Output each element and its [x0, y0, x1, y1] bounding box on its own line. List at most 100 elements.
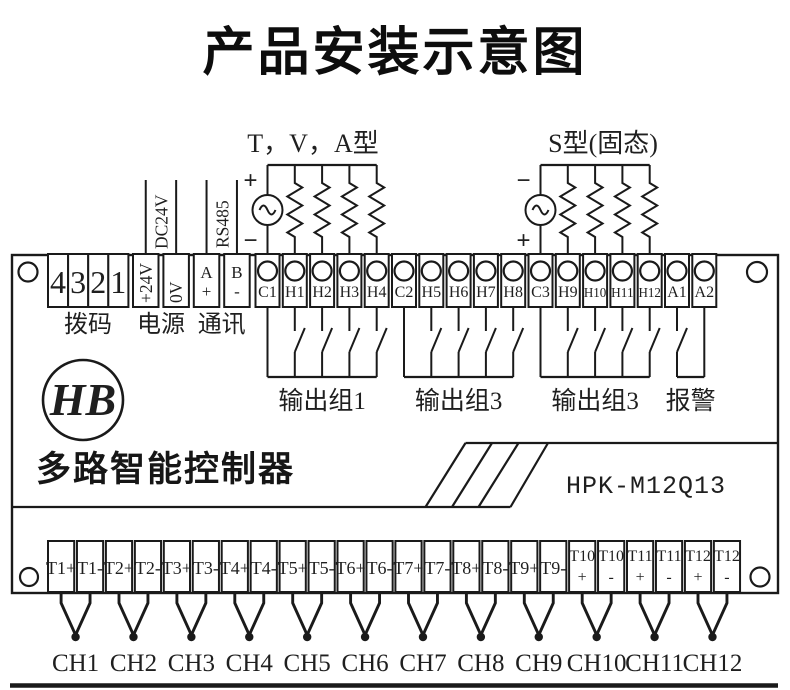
terminal-screw-icon [639, 260, 661, 282]
thermocouple-junction-dot [302, 632, 312, 642]
dip-terminal-cell [107, 253, 130, 308]
switch-blade [293, 327, 306, 353]
thermocouple-wire [233, 592, 266, 636]
channel-label: CH12 [683, 650, 743, 677]
bottom-terminal-label: T6- [367, 558, 393, 578]
channel-label: CH9 [515, 650, 562, 677]
thermocouple-junction-dot [418, 632, 428, 642]
device-name: 多路智能控制器 [36, 450, 295, 489]
brand-logo-circle [41, 358, 125, 442]
switch-blade [594, 327, 607, 353]
channel-label: CH4 [226, 650, 274, 677]
switch-blade [566, 327, 579, 353]
switch-blade [375, 327, 388, 353]
terminal-label: H4 [367, 284, 387, 301]
section-label: 通讯 [198, 312, 246, 338]
bottom-terminal-label: T9+ [509, 558, 539, 578]
device-body-layer: HB 多路智能控制器 HPK-M12Q13 [10, 253, 780, 688]
channel-label: CH7 [399, 650, 446, 677]
channel-label: CH1 [52, 650, 99, 677]
power-terminal-cell [132, 253, 160, 308]
terminal-label: C3 [531, 284, 550, 301]
bottom-terminal-sub: - [666, 569, 671, 586]
bottom-terminal-label: T5- [309, 558, 335, 578]
bottom-terminal-cell [162, 540, 192, 593]
bottom-terminal-label: T10 [598, 548, 624, 565]
bottom-terminal-sub: + [578, 569, 587, 586]
terminal-screw-icon [256, 260, 279, 282]
terminal-label: H9 [558, 284, 578, 301]
terminal-screw-icon [475, 260, 497, 282]
channel-label: CH3 [168, 650, 215, 677]
top-wiring-layer: +−−+ [243, 163, 660, 254]
terminal-label: C1 [258, 284, 277, 301]
terminal-label: H7 [476, 284, 496, 301]
bottom-terminal-label: T2+ [104, 558, 134, 578]
thermocouple-wire [175, 592, 208, 636]
section-label: 电源 [137, 311, 185, 338]
channel-label: CH8 [457, 650, 504, 677]
switch-blade [512, 327, 525, 353]
thermocouple-junction-dot [129, 632, 138, 642]
thermocouple-wire [291, 592, 324, 636]
bottom-terminal-cell [220, 540, 249, 593]
switch-blade [484, 327, 497, 353]
load-resistor-icon [612, 165, 632, 254]
bottom-terminal-label: T7- [424, 558, 450, 578]
comm-bus-wires [205, 180, 238, 254]
tva-group-label: T，V，A型 [247, 129, 378, 158]
thermocouple-junction-dot [592, 632, 601, 642]
dc24v-label: DC24V [152, 194, 172, 249]
load-resistor-icon [339, 165, 359, 254]
switch-blade [676, 327, 688, 353]
switch-blade [321, 327, 334, 353]
channel-label: CH5 [284, 650, 331, 677]
terminal-screw-icon [529, 260, 552, 282]
mounting-hole-icon [18, 566, 40, 588]
s-group-label: S型(固态) [548, 129, 658, 158]
thermocouple-junction-dot [245, 632, 254, 642]
bottom-terminal-label: T1- [77, 558, 103, 578]
terminal-label: H1 [285, 284, 305, 301]
channel-label: CH10 [567, 650, 627, 677]
terminal-label: H10 [584, 286, 607, 301]
terminal-screw-icon [284, 260, 306, 282]
terminal-screw-icon [666, 260, 688, 282]
terminal-screw-icon [693, 260, 715, 282]
dip-terminal-label: 1 [110, 264, 126, 300]
bottom-terminal-sub: + [693, 569, 702, 586]
bottom-terminal-label: T2- [135, 558, 161, 578]
switch-blade [621, 327, 634, 353]
comm-terminal-label: B [231, 263, 242, 282]
terminal-label: H12 [638, 286, 661, 301]
load-resistor-icon [312, 165, 332, 254]
load-resistor-icon [285, 165, 305, 254]
source-polarity-sign: + [243, 167, 257, 194]
load-resistor-icon [558, 165, 578, 254]
dip-terminal-label: 2 [90, 264, 106, 300]
terminal-screw-icon [557, 260, 579, 282]
power-terminal-cell [192, 253, 221, 308]
terminal-screw-icon [311, 260, 333, 282]
bottom-terminal-cell [539, 540, 568, 593]
terminal-screw-icon [420, 260, 442, 282]
bottom-terminal-label: T10 [569, 548, 595, 565]
section-label: 拨码 [64, 311, 112, 338]
switch-blade [457, 327, 470, 353]
thermocouple-wire [349, 592, 381, 636]
source-polarity-sign: − [516, 167, 530, 194]
output-group-label: 报警 [666, 387, 716, 415]
power-terminal-cell [162, 253, 190, 308]
load-resistor-icon [585, 165, 605, 254]
thermocouple-junction-dot [650, 632, 659, 642]
ac-source-icon [251, 194, 284, 226]
terminal-label: H2 [312, 284, 332, 301]
terminal-screw-icon [338, 260, 360, 282]
model-plate-hatch [424, 442, 549, 508]
bottom-terminal-label: T8- [482, 558, 508, 578]
terminal-label: H3 [340, 284, 360, 301]
bottom-terminal-cell [365, 540, 394, 593]
terminal-screw-icon [366, 260, 388, 282]
